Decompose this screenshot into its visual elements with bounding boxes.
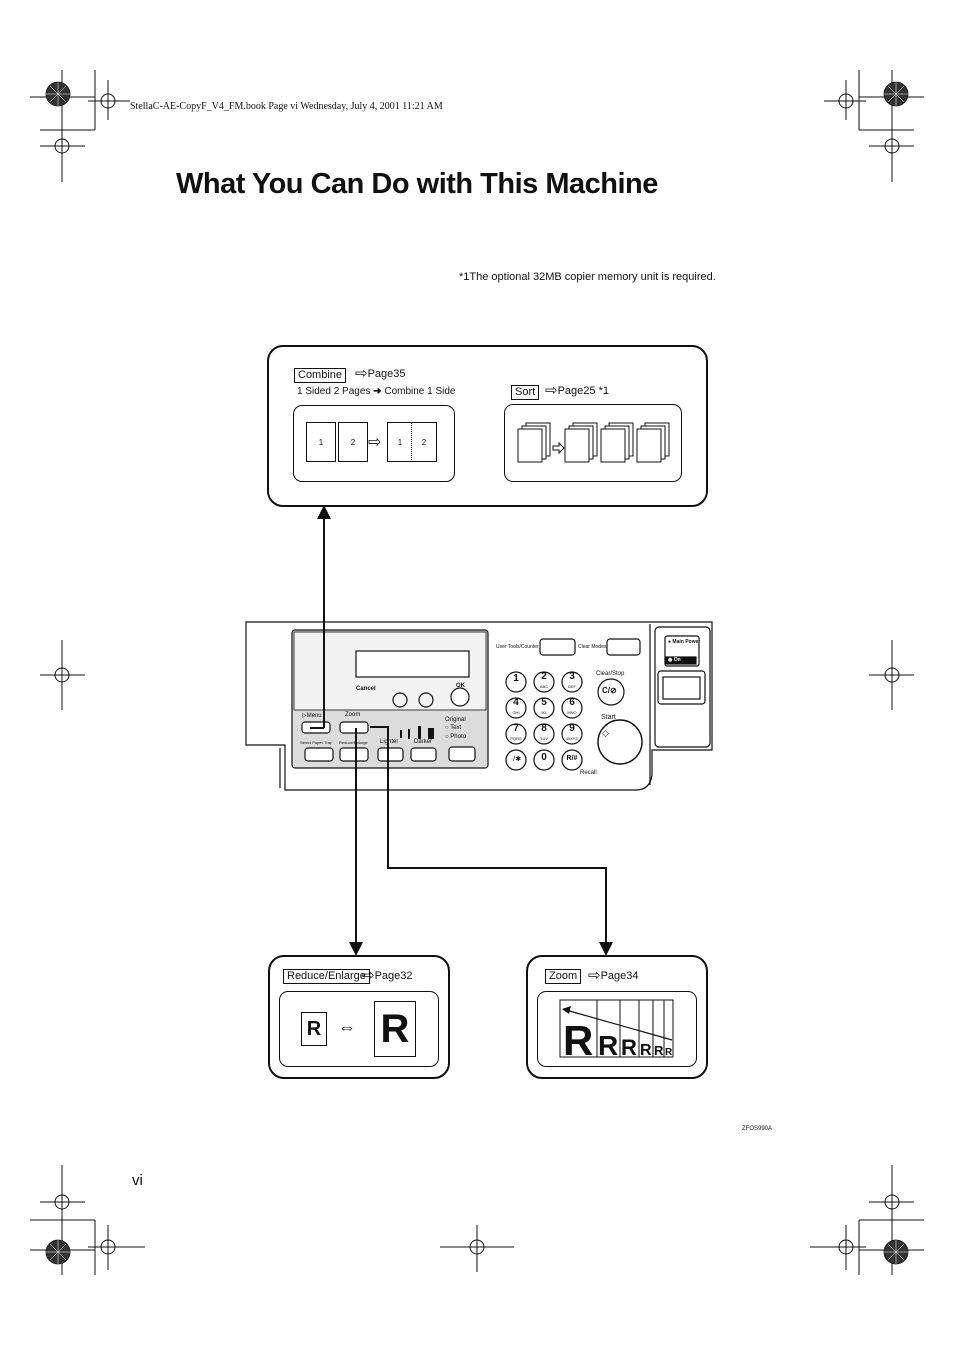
original-text-option[interactable]: ○ Text (445, 725, 462, 731)
combine-sheet-1: 1 (306, 422, 336, 462)
zoom-r-6: R (665, 1047, 673, 1058)
hollow-arrow-icon: ⇨ (362, 967, 375, 984)
clear-stop-button[interactable]: C/⊘ (602, 686, 617, 695)
clear-modes-label: Clear Modes (578, 644, 607, 650)
zoom-panel-label: Zoom (345, 712, 361, 718)
figure-code: ZFOS990A (742, 1126, 773, 1132)
cancel-label: Cancel (356, 686, 376, 692)
reduce-enlarge-label: Reduce/Enlarge (339, 740, 368, 745)
recall-label: Recall (580, 770, 597, 776)
keypad-0[interactable]: 0 (541, 752, 547, 763)
arrow-right-icon: ➜ (373, 386, 382, 397)
sort-page-ref[interactable]: ⇨Page25 *1 (545, 382, 609, 399)
combine-subtitle: 1 Sided 2 Pages ➜ Combine 1 Side (297, 386, 456, 397)
zoom-r-1: R (563, 1017, 593, 1064)
ok-label: OK (456, 683, 465, 689)
hollow-arrow-icon: ⇨ (355, 365, 368, 382)
page-number: vi (132, 1172, 143, 1189)
zoom-r-5: R (654, 1043, 664, 1058)
zoom-r-3: R (621, 1035, 637, 1060)
combine-sheet-2: 2 (338, 422, 368, 462)
combine-tag: Combine (294, 368, 347, 383)
file-info-line: StellaC-AE-CopyF_V4_FM.book Page vi Wedn… (130, 101, 443, 112)
user-tools-label: User Tools/Counter (496, 644, 539, 650)
zoom-r-4: R (640, 1042, 652, 1059)
keypad-1[interactable]: 1 (513, 673, 519, 684)
page-title: What You Can Do with This Machine (176, 168, 658, 200)
footnote: *1The optional 32MB copier memory unit i… (459, 271, 716, 283)
combine-page-ref[interactable]: ⇨Page35 (355, 365, 406, 382)
keypad-recall[interactable]: R/# (566, 755, 578, 762)
start-label: Start (601, 714, 616, 721)
zoom-page-ref[interactable]: ⇨Page34 (588, 967, 639, 984)
original-label: Original (445, 717, 466, 723)
main-power-label: ● Main Power (668, 639, 701, 645)
zoom-r-2: R (598, 1030, 618, 1061)
select-paper-tray-label: Select Paper Tray (300, 740, 332, 745)
double-arrow-icon: ⇔ (338, 1017, 356, 1037)
clear-stop-label: Clear/Stop (596, 671, 625, 677)
original-photo-option[interactable]: ○ Photo (445, 734, 466, 740)
reduce-enlarge-tag: Reduce/Enlarge (283, 969, 370, 984)
hollow-arrow-icon: ⇨ (545, 382, 558, 399)
keypad-star[interactable]: ·/✱ (510, 756, 522, 763)
reduce-enlarge-page-ref[interactable]: ⇨Page32 (362, 967, 413, 984)
lighter-label: Lighter (380, 739, 399, 745)
large-r-sheet: R (374, 1001, 416, 1057)
start-button[interactable]: ◇ (602, 728, 609, 738)
hollow-arrow-icon: ⇨ (588, 967, 601, 984)
combined-left-half: 1 (387, 422, 413, 462)
darker-label: Darker (414, 739, 433, 745)
hollow-arrow-icon: ⇨ (368, 434, 382, 451)
on-indicator: ◉ On (668, 657, 681, 663)
zoom-tag: Zoom (545, 969, 582, 984)
menu-label: ▷Menu (302, 713, 322, 719)
small-r-sheet: R (301, 1012, 327, 1046)
combined-right-half: 2 (411, 422, 437, 462)
sort-tag: Sort (511, 385, 540, 400)
